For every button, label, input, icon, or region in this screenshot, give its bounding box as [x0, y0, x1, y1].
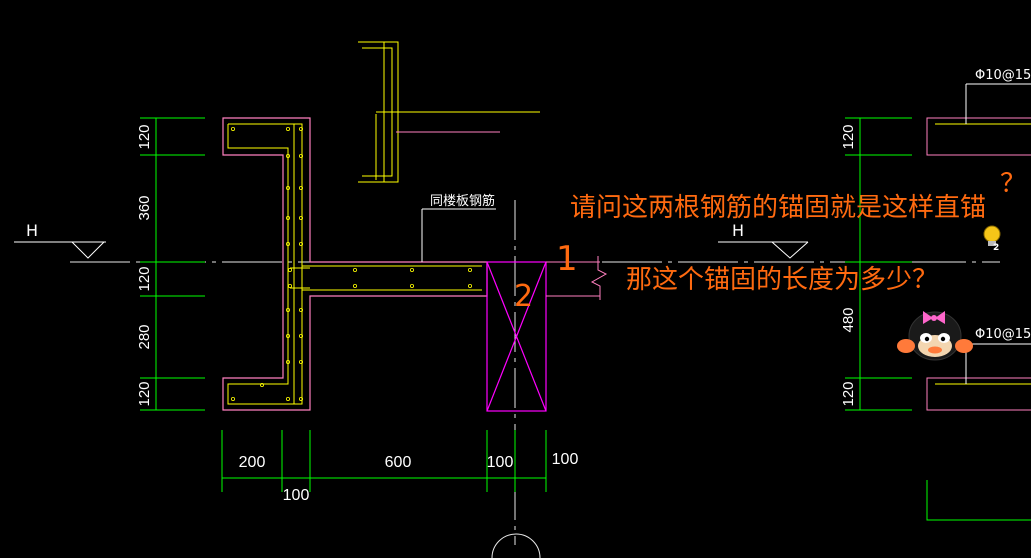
level-marker-right — [718, 241, 809, 259]
concrete-outline — [222, 117, 488, 411]
dim-bottom-600: 600 — [385, 454, 412, 471]
level-label-right: H — [732, 221, 744, 240]
dim-left-2: 360 — [136, 195, 153, 220]
left-dimension-chain — [140, 117, 205, 411]
dim-left-3: 120 — [136, 266, 153, 291]
level-marker-left — [14, 241, 106, 259]
slab-rebar-leader — [421, 208, 496, 262]
level-label-left: H — [26, 221, 38, 240]
dim-left-4: 280 — [136, 324, 153, 349]
handwritten-2: 2 — [514, 279, 533, 314]
dim-left-5: 120 — [136, 381, 153, 406]
dim-bottom-100b: 100 — [552, 451, 579, 468]
right-section-top — [926, 83, 1031, 156]
rebar-label-mid-right: Φ10@150 — [975, 327, 1031, 342]
badge-count: 2 — [993, 243, 999, 253]
bottom-dimension-chain — [221, 430, 547, 492]
rebar-dots — [230, 127, 472, 401]
question-mark-1: ？ — [1000, 169, 1026, 199]
dim-bottom-100a: 100 — [487, 454, 514, 471]
dim-right-2: 480 — [840, 307, 857, 332]
rebar-lines — [227, 123, 482, 405]
dim-right-3: 120 — [840, 381, 857, 406]
slab-rebar-label: 同楼板钢筋 — [430, 193, 495, 209]
mascot-icon — [897, 311, 973, 361]
dim-right-1: 120 — [840, 124, 857, 149]
handwritten-1: 1 — [556, 239, 578, 279]
slab-extension — [546, 256, 608, 300]
dim-left-1: 120 — [136, 124, 153, 149]
lightbulb-icon — [983, 225, 1001, 246]
right-section-bottom — [926, 343, 1031, 521]
dim-bottom-200: 200 — [239, 454, 266, 471]
question-line-1: 请问这两根钢筋的锚固就是这样直锚 — [570, 193, 986, 223]
rebar-label-top-right: Φ10@150 — [975, 68, 1031, 83]
right-dimension-chain — [845, 117, 912, 411]
detail-sketch — [358, 41, 540, 183]
question-line-2: 那这个锚固的长度为多少？ — [626, 265, 938, 295]
dim-bottom-100c: 100 — [283, 487, 310, 504]
column-section — [486, 261, 547, 412]
